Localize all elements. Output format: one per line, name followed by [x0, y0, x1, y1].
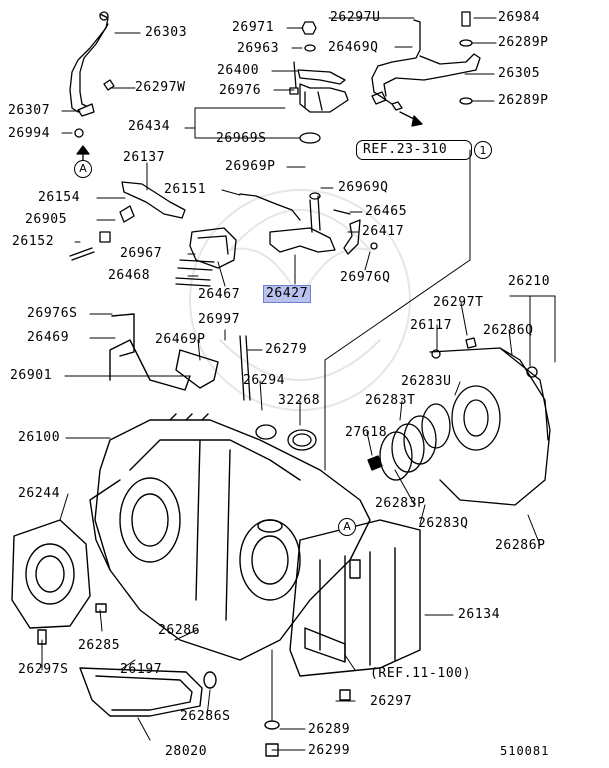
part-label-26905[interactable]: 26905 — [25, 212, 68, 227]
reference-top-text: REF.23-310 — [363, 142, 448, 157]
part-label-26299[interactable]: 26299 — [308, 743, 351, 758]
part-label-26152[interactable]: 26152 — [12, 234, 55, 249]
part-label-27618[interactable]: 27618 — [345, 425, 388, 440]
part-label-26244[interactable]: 26244 — [18, 486, 61, 501]
reference-bottom-text: (REF.11-100) — [370, 666, 472, 681]
part-label-26100[interactable]: 26100 — [18, 430, 61, 445]
part-label-26197[interactable]: 26197 — [120, 662, 163, 677]
part-label-26117[interactable]: 26117 — [410, 318, 453, 333]
part-label-26297w[interactable]: 26297W — [135, 80, 186, 95]
part-label-28020[interactable]: 28020 — [165, 744, 208, 759]
part-label-26154[interactable]: 26154 — [38, 190, 81, 205]
leader-lines — [41, 17, 556, 751]
part-label-26297t[interactable]: 26297T — [433, 295, 484, 310]
tube-26303 — [69, 11, 115, 161]
part-label-26303[interactable]: 26303 — [145, 25, 188, 40]
part-label-26468[interactable]: 26468 — [108, 268, 151, 283]
selector-plate-26427 — [239, 192, 378, 255]
part-label-26305[interactable]: 26305 — [498, 66, 541, 81]
part-label-26901[interactable]: 26901 — [10, 368, 53, 383]
part-label-26297[interactable]: 26297 — [370, 694, 413, 709]
shift-lever-assembly — [289, 21, 349, 144]
reference-badge-1: 1 — [474, 141, 492, 159]
part-label-26289p-mid[interactable]: 26289P — [498, 93, 549, 108]
part-label-26297u[interactable]: 26297U — [330, 10, 381, 25]
connector-marker-a-top: A — [74, 160, 92, 178]
part-label-26134[interactable]: 26134 — [458, 607, 501, 622]
part-label-26279[interactable]: 26279 — [265, 342, 308, 357]
part-label-26286q[interactable]: 26286Q — [483, 323, 534, 338]
adapter-plate-26244 — [11, 519, 107, 645]
part-label-26400[interactable]: 26400 — [217, 63, 260, 78]
part-label-26283u[interactable]: 26283U — [401, 374, 452, 389]
part-label-26469[interactable]: 26469 — [27, 330, 70, 345]
part-label-26289p-top[interactable]: 26289P — [498, 35, 549, 50]
reference-box-top: REF.23-310 — [356, 140, 473, 160]
part-label-26467[interactable]: 26467 — [198, 287, 241, 302]
part-label-26137[interactable]: 26137 — [123, 150, 166, 165]
part-label-26994[interactable]: 26994 — [8, 126, 51, 141]
part-label-26294[interactable]: 26294 — [243, 373, 286, 388]
drawing-code: 510081 — [500, 744, 550, 758]
part-label-26297s[interactable]: 26297S — [18, 662, 69, 677]
part-label-26283p[interactable]: 26283P — [375, 496, 426, 511]
part-label-26286[interactable]: 26286 — [158, 623, 201, 638]
part-label-26307[interactable]: 26307 — [8, 103, 51, 118]
connector-marker-a-bottom: A — [338, 518, 356, 536]
part-label-26963[interactable]: 26963 — [237, 41, 280, 56]
part-label-26971[interactable]: 26971 — [232, 20, 275, 35]
part-label-26967[interactable]: 26967 — [120, 246, 163, 261]
pipe-26305 — [371, 11, 481, 127]
part-label-26210[interactable]: 26210 — [508, 274, 551, 289]
part-label-26285[interactable]: 26285 — [78, 638, 121, 653]
part-label-26969q[interactable]: 26969Q — [338, 180, 389, 195]
bottom-parts — [79, 667, 351, 757]
detent-linkage — [69, 181, 237, 287]
part-label-26427-highlighted[interactable]: 26427 — [262, 285, 312, 303]
part-label-26997[interactable]: 26997 — [198, 312, 241, 327]
part-label-26151[interactable]: 26151 — [164, 182, 207, 197]
part-label-26976q[interactable]: 26976Q — [340, 270, 391, 285]
part-label-26976[interactable]: 26976 — [219, 83, 262, 98]
part-label-26434[interactable]: 26434 — [128, 119, 171, 134]
transmission-case-26100 — [89, 313, 371, 661]
clutch-pack-and-cover — [239, 335, 551, 506]
part-label-26283q[interactable]: 26283Q — [418, 516, 469, 531]
part-label-26283t[interactable]: 26283T — [365, 393, 416, 408]
part-label-26984[interactable]: 26984 — [498, 10, 541, 25]
part-label-26976s[interactable]: 26976S — [27, 306, 78, 321]
part-label-26469p[interactable]: 26469P — [155, 332, 206, 347]
part-label-26469q[interactable]: 26469Q — [328, 40, 379, 55]
part-label-26417[interactable]: 26417 — [362, 224, 405, 239]
part-label-26969p[interactable]: 26969P — [225, 159, 276, 174]
part-label-26969s[interactable]: 26969S — [216, 131, 267, 146]
part-label-26289[interactable]: 26289 — [308, 722, 351, 737]
part-label-26465[interactable]: 26465 — [365, 204, 408, 219]
part-label-26286p[interactable]: 26286P — [495, 538, 546, 553]
oil-pan-26134 — [289, 519, 421, 677]
part-label-32268[interactable]: 32268 — [278, 393, 321, 408]
part-label-26286s[interactable]: 26286S — [180, 709, 231, 724]
